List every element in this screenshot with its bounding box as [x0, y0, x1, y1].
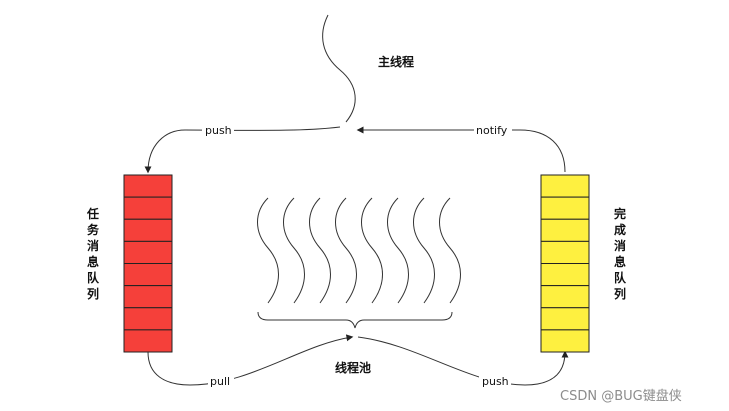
done-queue-slot — [540, 263, 590, 287]
queue-label-char: 务 — [87, 222, 100, 237]
done-queue — [540, 174, 590, 353]
task-queue-slot — [123, 263, 173, 287]
label-pull: pull — [208, 374, 234, 388]
task-queue-slot — [123, 329, 173, 353]
done-queue-slot — [540, 196, 590, 220]
thread-line — [335, 197, 357, 304]
queue-label-char: 消 — [614, 238, 626, 253]
queue-label-char: 成 — [614, 222, 626, 237]
done-queue-slot — [540, 240, 590, 264]
pull-arrow — [147, 334, 354, 386]
queue-label-char: 列 — [87, 286, 99, 301]
label-notify: notify — [474, 123, 512, 137]
thread-line — [439, 197, 461, 304]
task-queue-slot — [123, 240, 173, 264]
main-thread-label: 主线程 — [378, 54, 414, 69]
task-queue-slot — [123, 307, 173, 331]
done-queue-slot — [540, 285, 590, 309]
svg-text:notify: notify — [476, 124, 508, 137]
thread-pool-threads — [257, 197, 461, 304]
thread-line — [309, 197, 331, 304]
queue-label-char: 队 — [614, 270, 627, 285]
watermark: CSDN @BUG键盘侠 — [560, 388, 682, 404]
task-queue — [123, 174, 173, 353]
push-arrow-top — [144, 126, 341, 174]
push-arrow-bottom — [357, 336, 569, 386]
task-queue-slot — [123, 285, 173, 309]
queue-label-char: 息 — [87, 254, 99, 269]
task-queue-slot — [123, 196, 173, 220]
thread-pool-label: 线程池 — [335, 360, 371, 375]
label-push-bottom: push — [479, 374, 511, 388]
thread-line — [361, 197, 383, 304]
done-queue-slot — [540, 329, 590, 353]
thread-line — [413, 197, 435, 304]
label-push-top: push — [202, 123, 234, 137]
queue-label-char: 队 — [87, 270, 100, 285]
task-queue-slot — [123, 218, 173, 242]
queue-label-char: 消 — [87, 238, 99, 253]
thread-pool-brace — [257, 311, 453, 329]
queue-label-char: 列 — [614, 286, 626, 301]
done-queue-slot — [540, 174, 590, 198]
svg-text:pull: pull — [210, 375, 230, 388]
main-thread-line — [322, 14, 356, 123]
queue-label-char: 任 — [86, 206, 99, 221]
svg-text:push: push — [482, 375, 509, 388]
task-queue-slot — [123, 174, 173, 198]
notify-arrow — [356, 126, 566, 173]
done-queue-slot — [540, 218, 590, 242]
thread-line — [387, 197, 409, 304]
done-queue-slot — [540, 307, 590, 331]
queue-label-char: 完 — [614, 206, 626, 221]
thread-line — [283, 197, 305, 304]
svg-text:push: push — [205, 124, 232, 137]
queue-label-char: 息 — [614, 254, 626, 269]
thread-line — [257, 197, 279, 304]
